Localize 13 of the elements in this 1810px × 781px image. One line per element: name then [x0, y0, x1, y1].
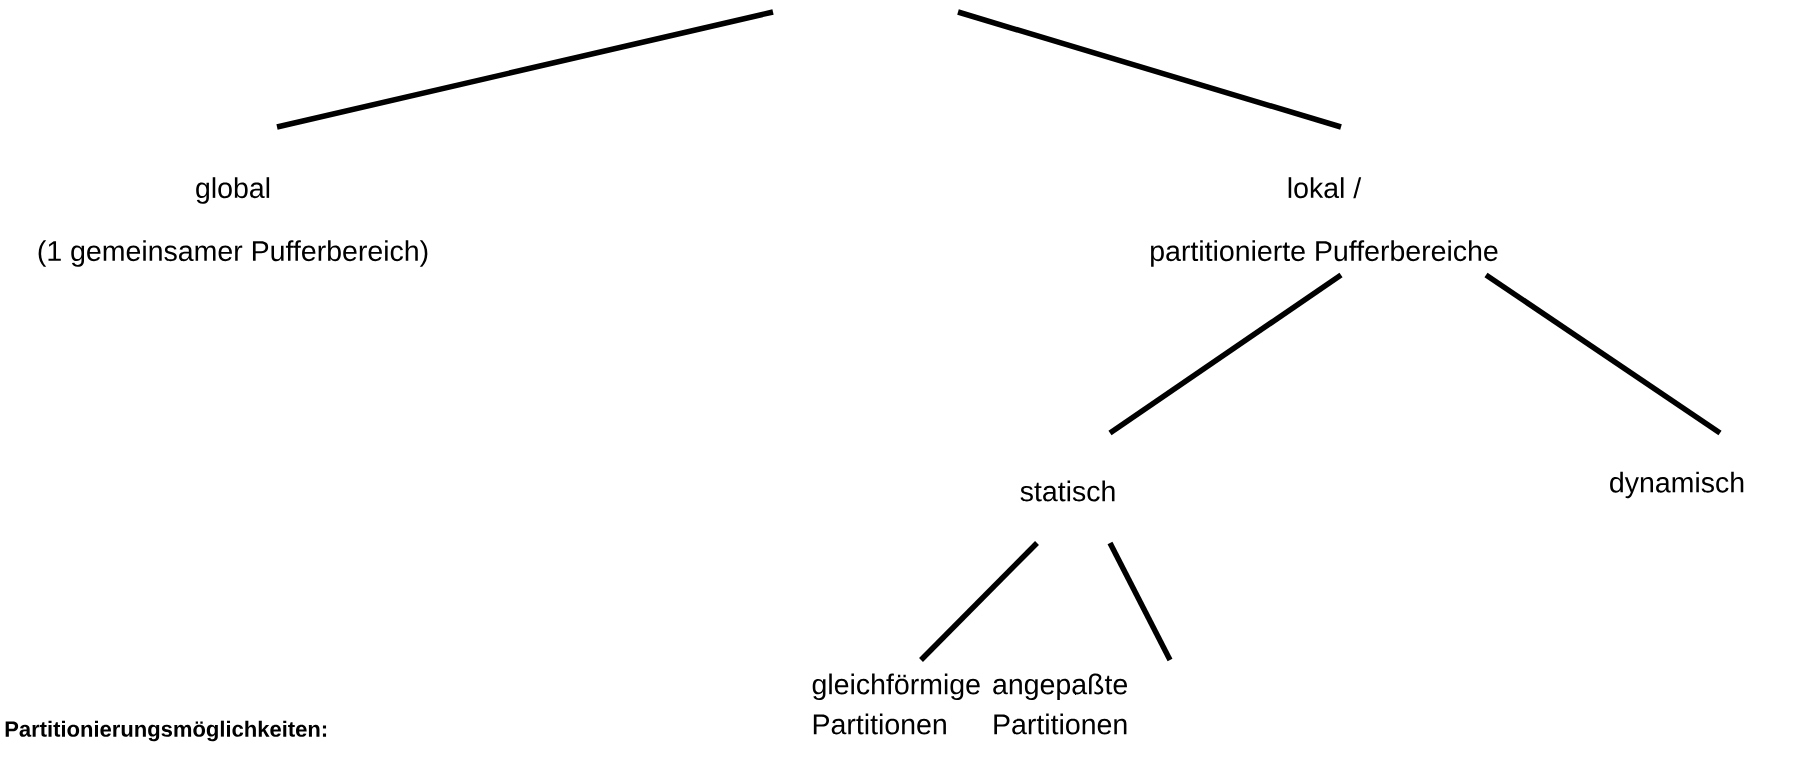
tree-label: global (1 gemeinsamer Pufferbereich) — [38, 177, 428, 267]
tree-line — [919, 541, 1039, 662]
tree-label: lokal / partitionierte Pufferbereiche — [1151, 177, 1498, 267]
tree-label: angepaßte Partitionen — [993, 673, 1127, 735]
tree-line — [957, 9, 1342, 130]
tree-label: gleichförmige Partitionen — [812, 673, 980, 735]
tree-line — [1484, 272, 1722, 436]
heading-text: Partitionierungsmöglichkeiten: — [5, 720, 327, 742]
tree-line — [1108, 272, 1343, 436]
tree-label: dynamisch — [1610, 471, 1744, 499]
tree-line — [1107, 541, 1173, 662]
tree-line — [276, 9, 774, 130]
tree-label: statisch — [1020, 480, 1115, 502]
